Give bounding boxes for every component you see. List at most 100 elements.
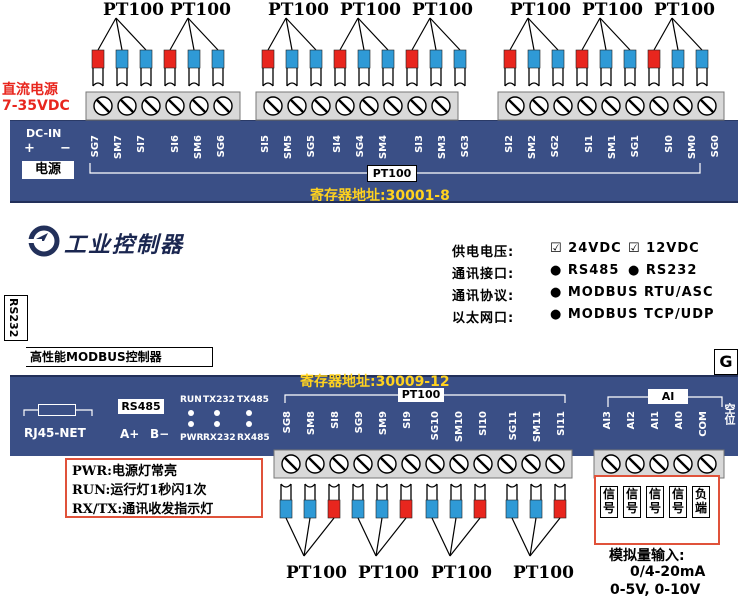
spade-connector bbox=[450, 483, 462, 500]
spec-ethernet-label: 以太网口: bbox=[452, 311, 515, 326]
spare-terminal-label: 空位 bbox=[723, 403, 736, 425]
screw-slot bbox=[524, 457, 538, 471]
screw-slot bbox=[362, 99, 376, 113]
top-sensor-diagram bbox=[91, 17, 709, 87]
analog-range-current: 0/4-20mA bbox=[630, 564, 706, 580]
probe-lead bbox=[429, 49, 443, 69]
pt100-bottom-label: PT100 bbox=[513, 563, 574, 583]
probe-lead bbox=[453, 49, 467, 69]
probe-lead bbox=[279, 499, 293, 519]
probe-lead bbox=[351, 499, 365, 519]
screw-slot bbox=[700, 457, 714, 471]
probe-wire bbox=[115, 17, 147, 51]
rs232-port: RS232 bbox=[4, 295, 28, 341]
led-label-pwr: PWR bbox=[180, 433, 204, 443]
spade-connector bbox=[454, 68, 466, 87]
spade-connector bbox=[304, 483, 316, 500]
probe-wire bbox=[529, 517, 561, 557]
dc-power-title: 直流电源 7-35VDC bbox=[2, 82, 70, 114]
probe-lead bbox=[285, 49, 299, 69]
probe-wire bbox=[187, 17, 195, 51]
probe-lead bbox=[671, 49, 685, 69]
screw-slot bbox=[628, 457, 642, 471]
probe-lead bbox=[333, 49, 347, 69]
screw-slot bbox=[556, 99, 570, 113]
analog-input-title: 模拟量输入: bbox=[609, 548, 685, 564]
spade-connector bbox=[430, 68, 442, 87]
spec-supply-24v: ☑ 24VDC bbox=[550, 241, 622, 256]
probe-lead bbox=[551, 49, 565, 69]
probe-wire bbox=[303, 517, 335, 557]
spade-connector bbox=[280, 483, 292, 500]
probe-lead bbox=[623, 49, 637, 69]
spade-connector bbox=[696, 68, 708, 87]
probe-wire bbox=[285, 517, 305, 557]
spade-connector bbox=[672, 68, 684, 87]
plus-sign: + bbox=[24, 141, 35, 156]
screw-slot bbox=[676, 99, 690, 113]
spade-connector bbox=[352, 483, 364, 500]
screw-slot bbox=[380, 457, 394, 471]
spec-comm-rs232: ● RS232 bbox=[628, 263, 698, 278]
spade-connector bbox=[188, 68, 200, 87]
brand-name: 工业控制器 bbox=[64, 233, 185, 258]
probe-lead bbox=[211, 49, 225, 69]
rs485-b-label: B− bbox=[150, 427, 170, 441]
screw-slot bbox=[580, 99, 594, 113]
info-band: 工业控制器 供电电压: ☑ 24VDC ☑ 12VDC 通讯接口: ● RS48… bbox=[4, 201, 738, 377]
probe-lead bbox=[425, 499, 439, 519]
signal-label: 信号 bbox=[646, 486, 664, 518]
spade-connector bbox=[92, 68, 104, 87]
probe-lead bbox=[529, 499, 543, 519]
pt100-bottom-label: PT100 bbox=[286, 563, 347, 583]
screw-slot bbox=[338, 99, 352, 113]
pt100-label: PT100 bbox=[340, 0, 401, 20]
signal-label: 信号 bbox=[600, 486, 618, 518]
screw-slot bbox=[356, 457, 370, 471]
dc-in-label: DC-IN bbox=[26, 127, 62, 140]
screw-slot bbox=[652, 99, 666, 113]
screw-slot bbox=[332, 457, 346, 471]
probe-lead bbox=[381, 49, 395, 69]
probe-wire bbox=[357, 17, 365, 51]
probe-lead bbox=[139, 49, 153, 69]
probe-wire bbox=[285, 17, 293, 51]
probe-lead bbox=[327, 499, 341, 519]
probe-wire bbox=[303, 517, 311, 557]
spade-connector bbox=[212, 68, 224, 87]
led-label-rx485: RX485 bbox=[237, 433, 270, 443]
spade-connector bbox=[506, 483, 518, 500]
minus-sign: − bbox=[60, 141, 71, 156]
probe-wire bbox=[581, 17, 601, 51]
probe-lead bbox=[599, 49, 613, 69]
spade-connector bbox=[474, 483, 486, 500]
screw-slot bbox=[700, 99, 714, 113]
probe-lead bbox=[405, 49, 419, 69]
legend-pwr: PWR:电源灯常亮 bbox=[72, 464, 177, 479]
pt100-label: PT100 bbox=[268, 0, 329, 20]
probe-wire bbox=[653, 17, 673, 51]
probe-wire bbox=[527, 17, 559, 51]
probe-wire bbox=[375, 517, 407, 557]
spade-connector bbox=[504, 68, 516, 87]
probe-wire bbox=[599, 17, 607, 51]
spade-connector bbox=[286, 68, 298, 87]
probe-lead bbox=[303, 499, 317, 519]
spade-connector bbox=[376, 483, 388, 500]
analog-range-voltage: 0-5V, 0-10V bbox=[610, 582, 701, 598]
led-label-run: RUN bbox=[180, 395, 202, 405]
probe-lead bbox=[473, 499, 487, 519]
spec-protocol-value: ● MODBUS RTU/ASC bbox=[550, 285, 714, 300]
spade-connector bbox=[600, 68, 612, 87]
probe-wire bbox=[527, 17, 535, 51]
screw-slot bbox=[508, 99, 522, 113]
probe-lead bbox=[449, 499, 463, 519]
screw-slot bbox=[144, 99, 158, 113]
screw-slot bbox=[676, 457, 690, 471]
screw-slot bbox=[452, 457, 466, 471]
probe-lead bbox=[375, 499, 389, 519]
screw-slot bbox=[314, 99, 328, 113]
legend-rxtx: RX/TX:通讯收发指示灯 bbox=[72, 502, 214, 517]
spade-connector bbox=[164, 68, 176, 87]
probe-wire bbox=[449, 517, 457, 557]
